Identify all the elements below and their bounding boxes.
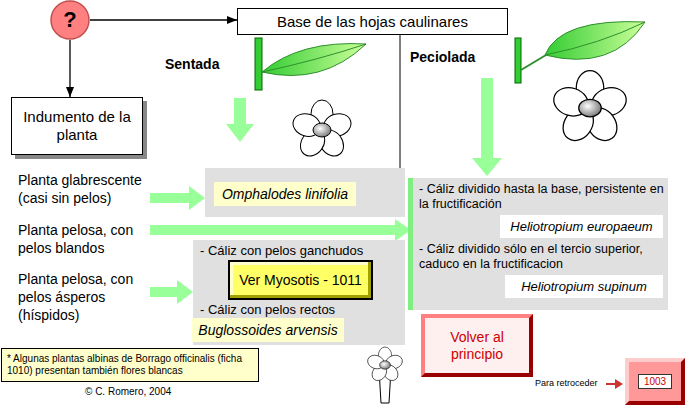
species-name: Omphalodes linifolia	[222, 186, 348, 202]
leaf-petiolate	[545, 22, 645, 60]
species-box: Buglossoides arvensis	[192, 318, 344, 342]
flower-drawing	[366, 347, 404, 383]
node-text: - Cáliz dividido sólo en el tercio super…	[419, 242, 665, 272]
green-arrow	[150, 280, 193, 304]
node-text: - Cáliz con pelos rectos	[200, 302, 400, 318]
leaf-sessile	[255, 38, 262, 90]
grey-band	[205, 168, 405, 217]
flower-drawing	[550, 71, 630, 147]
species-box: Heliotropium europaeum	[500, 215, 663, 238]
question-box: Indumento de la planta	[11, 97, 143, 155]
back-arrow	[615, 379, 623, 389]
row-label: Planta pelosa, con pelos ásperos (híspid…	[18, 270, 158, 324]
row-label: Planta pelosa, con pelos blandos	[18, 221, 163, 257]
copyright-note: © C. Romero, 2004	[85, 386, 171, 398]
node-text: Ver Myosotis - 1011	[239, 272, 362, 288]
back-arrow	[606, 383, 616, 385]
link-button: Ver Myosotis - 1011	[228, 260, 373, 300]
column-label: Peciolada	[410, 49, 475, 65]
leaf-petiolate	[545, 22, 645, 55]
leaf-petiolate	[515, 38, 521, 83]
column-label: Sentada	[165, 56, 219, 72]
species-name: Heliotropium supinum	[521, 279, 647, 294]
connector-arrow	[90, 19, 237, 20]
leaf-sessile	[255, 38, 366, 90]
nav-hint: Para retroceder	[535, 378, 598, 389]
green-arrow	[150, 186, 205, 210]
leaf-sessile	[262, 44, 366, 72]
key-panel: - Cáliz con pelos ganchudos - Cáliz con p…	[193, 240, 405, 345]
node-text: * Algunas plantas albinas de Borrago off…	[7, 353, 253, 377]
node-text: 1003	[638, 374, 672, 389]
circle-shape	[51, 1, 89, 39]
footnote-box: * Algunas plantas albinas de Borrago off…	[1, 348, 259, 382]
nav-button: 1003	[625, 358, 685, 405]
species-box: Omphalodes linifolia	[214, 182, 356, 206]
node-text: Base de las hojas caulinares	[277, 13, 468, 30]
leaf-petiolate	[515, 22, 645, 83]
species-name: Heliotropium europaeum	[510, 219, 652, 234]
connector-arrow	[69, 40, 70, 97]
node-text: Volver al principio	[425, 329, 529, 363]
key-panel: - Cáliz dividido hasta la base, persiste…	[413, 178, 668, 310]
node-text: - Cáliz dividido hasta la base, persiste…	[419, 182, 665, 212]
green-arrow	[472, 78, 502, 176]
leaf-petiolate	[521, 55, 546, 70]
species-name: Buglossoides arvensis	[198, 322, 337, 338]
row-label: Planta glabrescente (casi sin pelos)	[18, 171, 163, 207]
grey-band	[205, 168, 405, 217]
species-box: Heliotropium supinum	[505, 275, 663, 298]
flower-drawing	[366, 347, 404, 403]
flower-drawing	[290, 100, 354, 161]
nav-button: Volver al principio	[421, 314, 533, 377]
start-circle: ?	[50, 0, 90, 40]
node-text: - Cáliz con pelos ganchudos	[200, 243, 400, 259]
back-arrow	[606, 379, 623, 389]
node-text: Indumento de la planta	[12, 108, 142, 144]
green-arrow	[150, 219, 411, 241]
divider-line	[400, 33, 401, 168]
green-arrow	[226, 98, 254, 142]
question-box: Base de las hojas caulinares	[237, 8, 508, 35]
leaf-sessile	[262, 44, 366, 76]
node-text: ?	[63, 7, 76, 33]
